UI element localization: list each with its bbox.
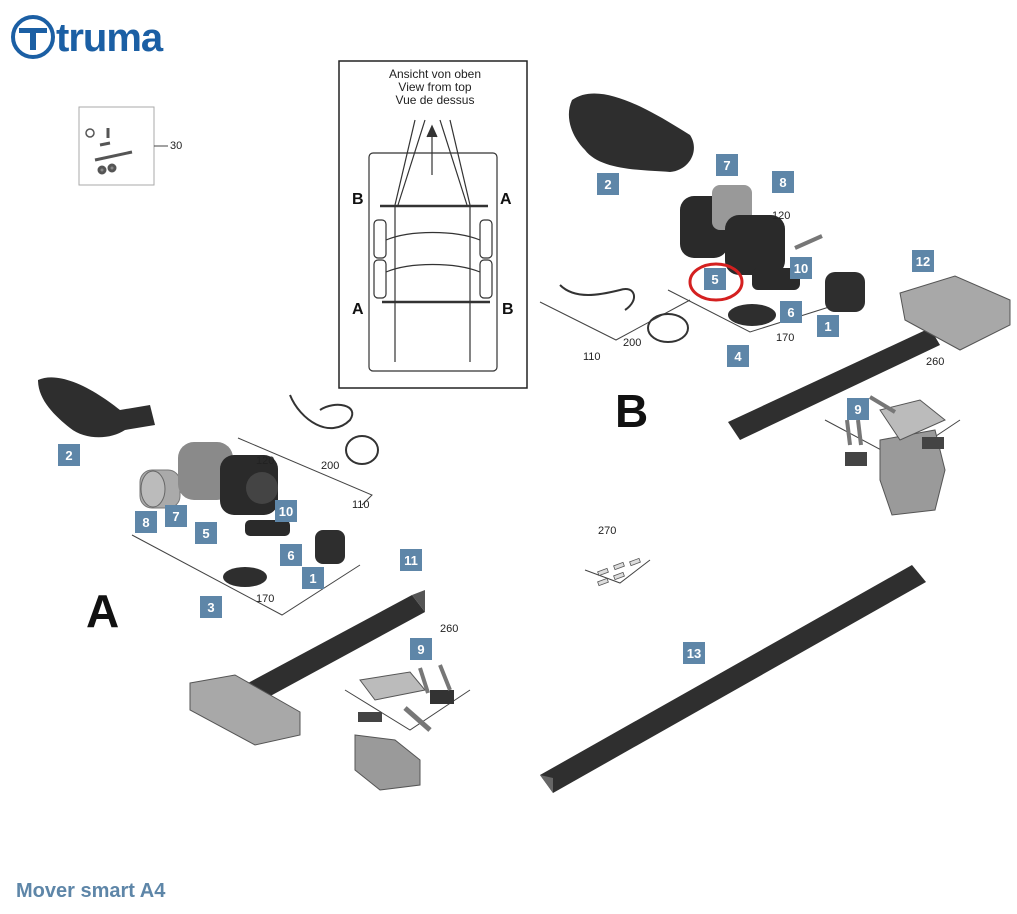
part-tag[interactable]: 2 <box>597 173 619 195</box>
part-number: 110 <box>583 351 601 363</box>
view-side-label: A <box>500 191 512 208</box>
part-tag[interactable]: 7 <box>716 154 738 176</box>
part-tag[interactable]: 9 <box>847 398 869 420</box>
view-side-label: B <box>502 301 514 318</box>
part-number: 270 <box>598 525 617 537</box>
part-tag[interactable]: 1 <box>817 315 839 337</box>
highlight-circle <box>688 262 744 302</box>
part-tag[interactable]: 8 <box>772 171 794 193</box>
part-tag[interactable]: 6 <box>280 544 302 566</box>
view-label-fr: Vue de dessus <box>395 93 475 107</box>
part-number: 260 <box>440 623 459 635</box>
view-label-de: Ansicht von oben <box>388 67 482 81</box>
part-number: 120 <box>772 210 791 222</box>
part-tag[interactable]: 12 <box>912 250 934 272</box>
brand-logo-text: truma <box>56 16 163 60</box>
assembly-label-b: B <box>615 385 649 437</box>
view-from-top-box <box>338 60 528 389</box>
part-tag[interactable]: 1 <box>302 567 324 589</box>
part-tag[interactable]: 2 <box>58 444 80 466</box>
view-side-label: B <box>352 191 364 208</box>
part-tag[interactable]: 3 <box>200 596 222 618</box>
part-number: 110 <box>352 499 370 511</box>
page-title: Mover smart A4 <box>16 880 166 902</box>
view-label-en: View from top <box>398 80 472 94</box>
part-number: 120 <box>256 455 275 467</box>
assembly-label-a: A <box>86 585 120 637</box>
part-tag[interactable]: 10 <box>790 257 812 279</box>
part-tag[interactable]: 9 <box>410 638 432 660</box>
part-tag[interactable]: 4 <box>727 345 749 367</box>
part-number: 200 <box>321 460 340 472</box>
view-side-label: A <box>352 301 364 318</box>
part-tag[interactable]: 6 <box>780 301 802 323</box>
part-number: 30 <box>170 140 183 152</box>
part-number: 170 <box>256 593 275 605</box>
part-tag[interactable]: 10 <box>275 500 297 522</box>
part-number: 260 <box>926 356 945 368</box>
part-tag[interactable]: 8 <box>135 511 157 533</box>
part-tag[interactable]: 7 <box>165 505 187 527</box>
part-tag-highlighted[interactable]: 5 <box>704 268 726 290</box>
truma-logo-icon <box>11 15 55 59</box>
part-tag[interactable]: 13 <box>683 642 705 664</box>
part-number: 200 <box>623 337 642 349</box>
part-number: 170 <box>776 332 795 344</box>
part-tag[interactable]: 5 <box>195 522 217 544</box>
part-30-box <box>78 106 155 186</box>
part-tag[interactable]: 11 <box>400 549 422 571</box>
